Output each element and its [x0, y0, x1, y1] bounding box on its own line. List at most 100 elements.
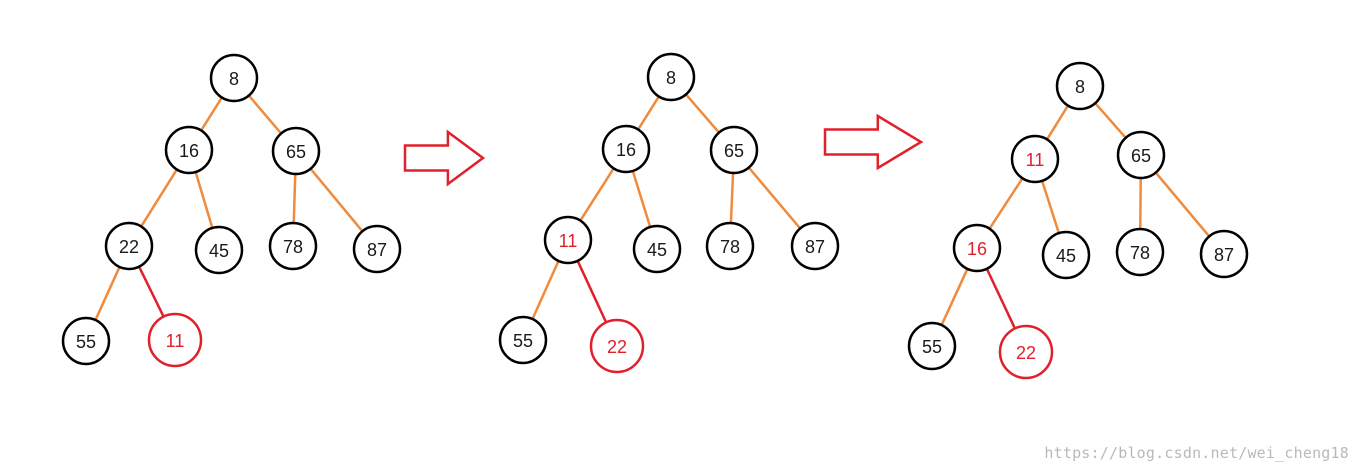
node-circle: [164, 125, 214, 175]
node-circle: [589, 318, 645, 374]
tree-edge: [1095, 103, 1126, 138]
tree-edge: [138, 267, 164, 317]
node-label: 45: [647, 240, 667, 260]
node-circle: [104, 221, 154, 271]
watermark-url: https://blog.csdn.net/wei_cheng18: [1044, 444, 1349, 462]
tree-node: 8: [209, 53, 259, 103]
tree-node: 78: [268, 221, 318, 271]
tree-node: 8: [1055, 61, 1105, 111]
tree-2: 8 16 65 11 45 78 87 55 22: [498, 52, 840, 374]
node-circle: [646, 52, 696, 102]
node-circle: [705, 221, 755, 271]
node-circle: [1199, 229, 1249, 279]
node-circle: [1041, 230, 1091, 280]
node-label: 22: [607, 337, 627, 357]
node-circle: [1116, 130, 1166, 180]
tree-edge: [194, 172, 214, 228]
node-circle: [952, 223, 1002, 273]
tree-1: 8 16 65 22 45 78 87 55 11: [61, 53, 402, 368]
node-circle: [271, 126, 321, 176]
tree-edge: [1155, 172, 1210, 237]
node-circle: [498, 315, 548, 365]
tree-node: 55: [498, 315, 548, 365]
node-circle: [147, 312, 203, 368]
node-label: 45: [209, 241, 229, 261]
tree-node: 87: [790, 221, 840, 271]
node-label: 16: [967, 239, 987, 259]
tree-node: 8: [646, 52, 696, 102]
node-circle: [790, 221, 840, 271]
tree-node: 55: [907, 321, 957, 371]
node-label: 65: [724, 141, 744, 161]
node-label: 78: [720, 237, 740, 257]
tree-edge: [580, 168, 614, 221]
node-circle: [1115, 227, 1165, 277]
tree-edge: [140, 169, 178, 227]
tree-node: 65: [271, 126, 321, 176]
node-label: 78: [283, 237, 303, 257]
tree-edge: [248, 95, 282, 134]
node-circle: [268, 221, 318, 271]
node-label: 22: [119, 237, 139, 257]
node-label: 8: [666, 68, 676, 88]
tree-node: 55: [61, 316, 111, 366]
tree-node: 22: [589, 318, 645, 374]
node-label: 78: [1130, 243, 1150, 263]
tree-edge: [686, 94, 719, 133]
tree-node: 78: [1115, 227, 1165, 277]
node-circle: [61, 316, 111, 366]
node-label: 55: [922, 337, 942, 357]
node-label: 45: [1056, 246, 1076, 266]
tree-node: 45: [632, 224, 682, 274]
node-label: 11: [1026, 150, 1045, 170]
node-circle: [998, 324, 1054, 380]
tree-edge: [748, 167, 801, 229]
node-label: 87: [367, 240, 387, 260]
tree-edge: [941, 269, 968, 325]
node-label: 8: [1075, 77, 1085, 97]
tree-edge: [532, 261, 559, 319]
tree-node: 65: [709, 125, 759, 175]
node-label: 87: [805, 237, 825, 257]
node-circle: [194, 225, 244, 275]
node-circle: [209, 53, 259, 103]
right-arrow-outline-icon: [823, 113, 924, 171]
tree-node: 45: [1041, 230, 1091, 280]
node-label: 8: [229, 69, 239, 89]
node-label: 65: [286, 142, 306, 162]
tree-3: 8 11 65 16 45 78 87 55 22: [907, 61, 1249, 380]
node-label: 55: [513, 331, 533, 351]
tree-node: 16: [952, 223, 1002, 273]
node-circle: [1055, 61, 1105, 111]
tree-edge: [1041, 181, 1060, 233]
tree-node: 87: [352, 224, 402, 274]
tree-edge: [310, 169, 363, 231]
tree-node: 11: [543, 215, 593, 265]
tree-node: 16: [601, 124, 651, 174]
node-label: 11: [166, 331, 185, 351]
tree-edge: [986, 269, 1016, 328]
node-label: 55: [76, 332, 96, 352]
tree-node: 11: [1010, 134, 1060, 184]
tree-edge: [632, 171, 651, 227]
right-arrow-outline-icon: [403, 129, 486, 187]
tree-edge: [200, 97, 223, 131]
tree-node: 16: [164, 125, 214, 175]
node-circle: [543, 215, 593, 265]
tree-edge: [729, 173, 735, 223]
tree-edge: [95, 267, 120, 320]
node-label: 16: [616, 140, 636, 160]
tree-edge: [989, 178, 1023, 229]
tree-edge: [637, 96, 660, 130]
node-label: 65: [1131, 146, 1151, 166]
tree-node: 78: [705, 221, 755, 271]
tree-node: 65: [1116, 130, 1166, 180]
node-circle: [907, 321, 957, 371]
node-label: 87: [1214, 245, 1234, 265]
node-label: 22: [1016, 343, 1036, 363]
tree-edge: [292, 174, 297, 223]
tree-node: 45: [194, 225, 244, 275]
node-label: 16: [179, 141, 199, 161]
node-label: 11: [559, 231, 578, 251]
